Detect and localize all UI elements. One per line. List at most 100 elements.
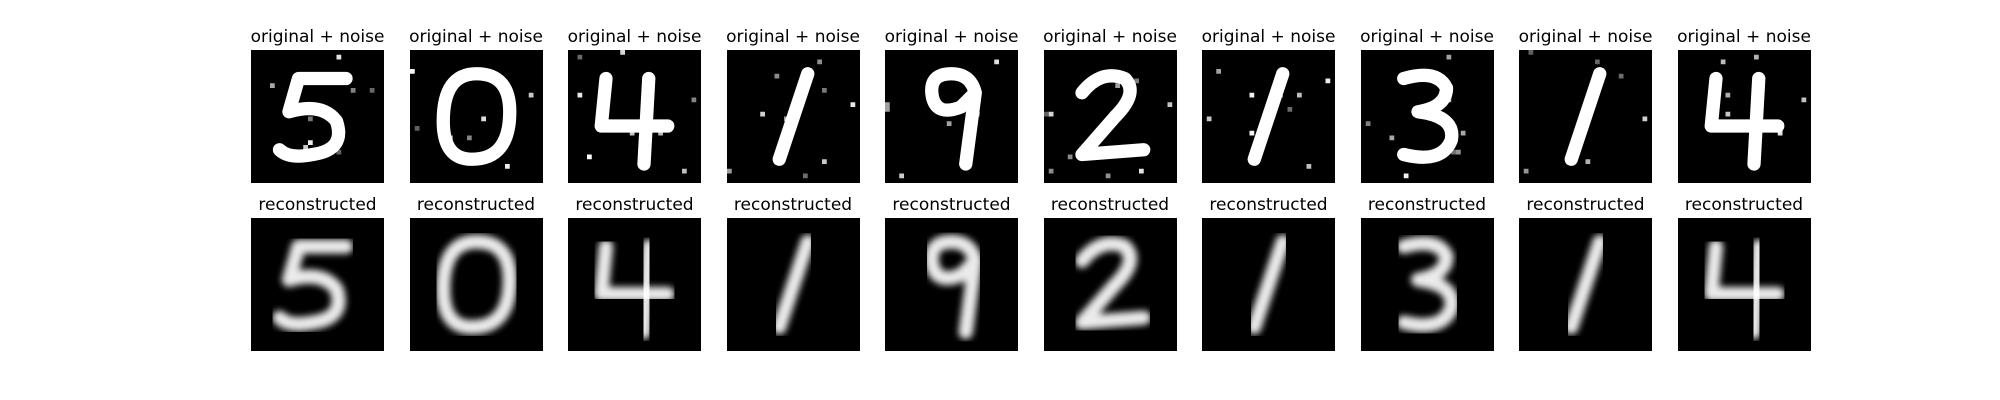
noise-pixel	[274, 145, 280, 150]
noise-pixel	[802, 173, 808, 179]
noise-pixel	[821, 159, 827, 164]
noise-pixel	[783, 116, 789, 122]
noise-pixel	[1585, 159, 1591, 164]
panel-title: original + noise	[567, 27, 702, 47]
digit-stroke	[924, 234, 983, 340]
noise-pixel	[850, 102, 855, 107]
noise-pixel	[1138, 168, 1144, 174]
panel-title: original + noise	[1518, 27, 1653, 47]
noise-pixel	[1306, 164, 1312, 169]
noise-pixel	[932, 102, 938, 107]
digit-stroke	[1247, 234, 1290, 335]
noise-pixel	[759, 111, 765, 117]
digit-image-4	[568, 50, 701, 183]
digit-image-4	[568, 218, 701, 351]
panel-title: original + noise	[1043, 27, 1177, 47]
noise-pixel	[816, 59, 822, 65]
noise-pixel	[1725, 111, 1730, 117]
noise-pixel	[1167, 102, 1172, 107]
noise-pixel	[658, 130, 663, 136]
digit-stroke	[1247, 67, 1290, 166]
digit-image-9	[885, 218, 1018, 351]
noise-pixel	[1618, 73, 1624, 79]
digit-stroke	[272, 239, 354, 332]
image-background	[1677, 218, 1811, 351]
noise-pixel	[1325, 78, 1331, 84]
noise-pixel	[1249, 92, 1255, 98]
noise-pixel	[308, 140, 313, 145]
noise-pixel	[1446, 54, 1451, 60]
digit-stroke	[272, 71, 353, 163]
noise-pixel	[1110, 111, 1115, 117]
noise-pixel	[1287, 107, 1293, 112]
image-background	[251, 50, 384, 183]
noise-pixel	[350, 88, 356, 93]
digit-image-1	[1519, 218, 1652, 351]
digit-image-3	[1360, 50, 1494, 183]
noise-pixel	[1427, 102, 1432, 107]
digit-image-1	[1202, 218, 1335, 351]
noise-pixel	[1446, 97, 1451, 103]
panel-title: reconstructed	[1209, 195, 1328, 215]
noise-pixel	[1455, 149, 1461, 155]
noise-pixel	[667, 121, 673, 126]
digit-stroke	[771, 234, 815, 335]
noise-pixel	[1720, 59, 1725, 65]
noise-pixel	[975, 92, 980, 98]
panel-title: reconstructed	[1367, 195, 1487, 215]
digit-image-2	[1043, 50, 1177, 183]
noise-pixel	[965, 130, 971, 136]
noise-pixel	[994, 59, 999, 65]
noise-pixel	[1048, 168, 1053, 174]
noise-pixel	[1206, 116, 1212, 122]
noise-pixel	[1067, 154, 1072, 160]
noise-pixel	[1216, 69, 1221, 74]
digit-image-2	[1043, 218, 1177, 351]
digit-stroke	[1564, 67, 1607, 166]
digit-stroke	[436, 67, 516, 166]
panel-title: original + noise	[726, 27, 860, 47]
panel-title: original + noise	[1360, 27, 1494, 47]
noise-pixel	[885, 107, 890, 112]
image-background	[568, 50, 701, 183]
noise-pixel	[447, 135, 453, 141]
noise-pixel	[308, 116, 313, 122]
noise-pixel	[726, 168, 732, 174]
panel-title: original + noise	[409, 27, 543, 47]
panel-title: reconstructed	[892, 195, 1011, 215]
panel-title: reconstructed	[1050, 195, 1170, 215]
noise-pixel	[504, 164, 510, 169]
digit-image-1	[726, 218, 860, 351]
digit-image-5	[251, 50, 384, 183]
noise-pixel	[1249, 130, 1255, 136]
noise-pixel	[821, 88, 827, 93]
noise-pixel	[1278, 92, 1283, 98]
panel-title: original + noise	[1677, 27, 1811, 47]
noise-pixel	[1801, 97, 1806, 103]
noise-pixel	[1528, 50, 1534, 55]
noise-pixel	[336, 149, 342, 155]
noise-pixel	[336, 54, 342, 60]
noise-pixel	[369, 88, 375, 93]
noise-pixel	[885, 102, 890, 107]
noise-pixel	[414, 126, 419, 131]
panel-title: reconstructed	[1526, 195, 1645, 215]
digit-image-4	[1677, 218, 1811, 351]
noise-pixel	[480, 116, 486, 122]
noise-pixel	[788, 126, 793, 131]
image-background	[1677, 50, 1811, 183]
noise-pixel	[620, 50, 625, 55]
noise-pixel	[682, 168, 687, 174]
noise-pixel	[1114, 83, 1120, 88]
digit-stroke	[1074, 236, 1151, 330]
noise-pixel	[1297, 92, 1302, 98]
digit-image-3	[1360, 218, 1494, 351]
panel-title: original + noise	[250, 27, 385, 47]
noise-pixel	[946, 121, 952, 126]
digit-stroke	[435, 234, 517, 335]
noise-pixel	[577, 92, 583, 98]
panel-title: reconstructed	[258, 195, 377, 215]
noise-pixel	[1389, 135, 1394, 141]
noise-pixel	[270, 83, 275, 88]
